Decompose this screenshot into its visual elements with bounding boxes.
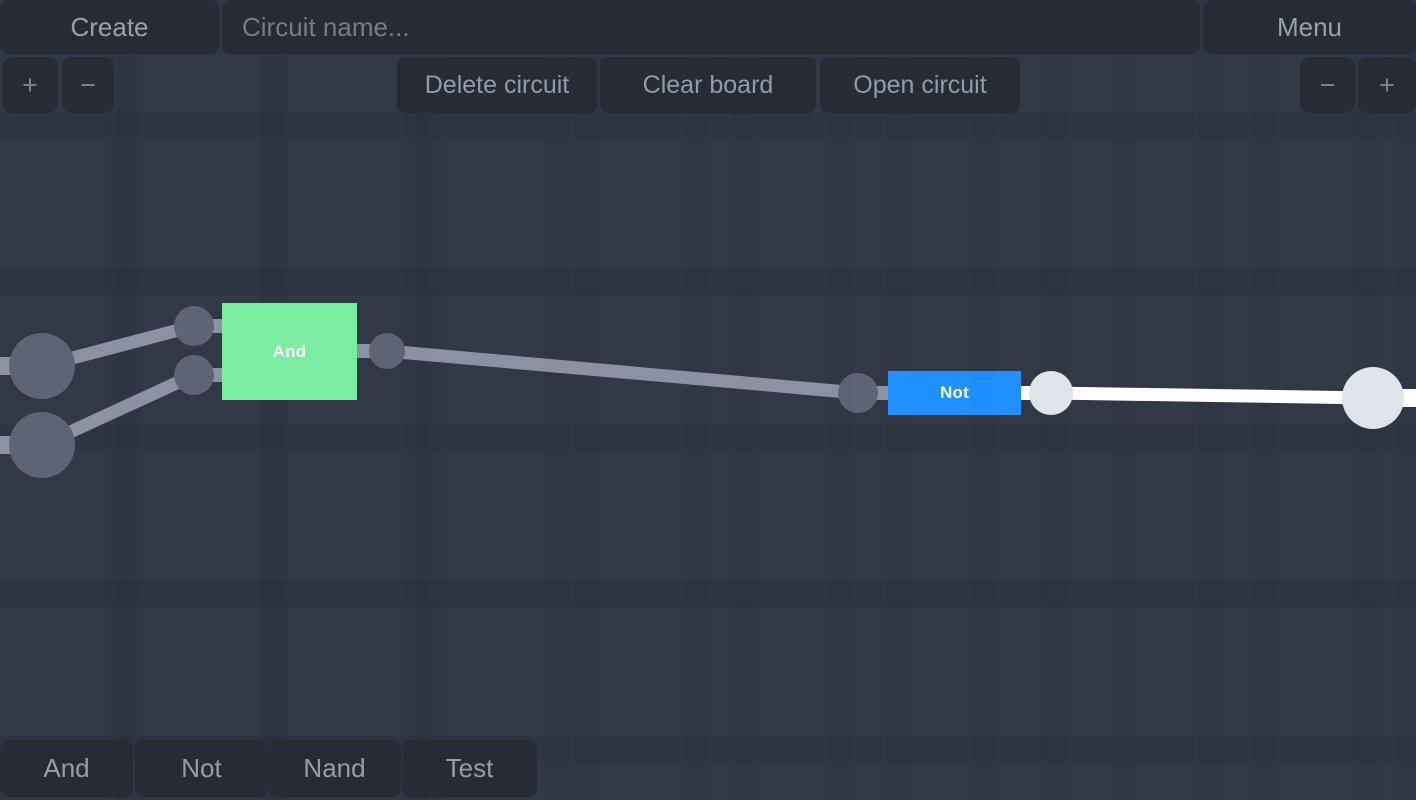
circuit-pin-and-out[interactable]	[369, 333, 405, 369]
circuit-pin-and-in-1[interactable]	[174, 306, 214, 346]
gate-not-1[interactable]: Not	[888, 371, 1021, 415]
circuit-pin-in-a[interactable]	[9, 333, 75, 399]
open-circuit-button[interactable]: Open circuit	[820, 57, 1020, 113]
circuit-pin-in-b[interactable]	[9, 412, 75, 478]
delete-circuit-button[interactable]: Delete circuit	[397, 57, 597, 113]
circuit-pin-not-in[interactable]	[838, 373, 878, 413]
circuit-pin-out-final[interactable]	[1342, 367, 1404, 429]
palette-item-and[interactable]: And	[0, 740, 133, 797]
scale-up-button[interactable]: +	[1358, 57, 1416, 113]
zoom-in-button[interactable]: +	[2, 57, 58, 113]
scale-down-button[interactable]: −	[1300, 57, 1355, 113]
create-button[interactable]: Create	[0, 0, 219, 54]
wire[interactable]	[386, 344, 859, 400]
gate-and-1[interactable]: And	[222, 303, 357, 400]
circuit-pin-not-out[interactable]	[1029, 371, 1073, 415]
palette-item-not[interactable]: Not	[135, 740, 268, 797]
palette-item-nand[interactable]: Nand	[268, 740, 401, 797]
wire[interactable]	[1050, 386, 1374, 405]
circuit-pin-and-in-2[interactable]	[174, 355, 214, 395]
circuit-name-input[interactable]	[222, 0, 1200, 54]
menu-button[interactable]: Menu	[1203, 0, 1416, 54]
clear-board-button[interactable]: Clear board	[600, 57, 816, 113]
palette-item-test[interactable]: Test	[402, 740, 537, 797]
zoom-out-button[interactable]: −	[62, 57, 114, 113]
